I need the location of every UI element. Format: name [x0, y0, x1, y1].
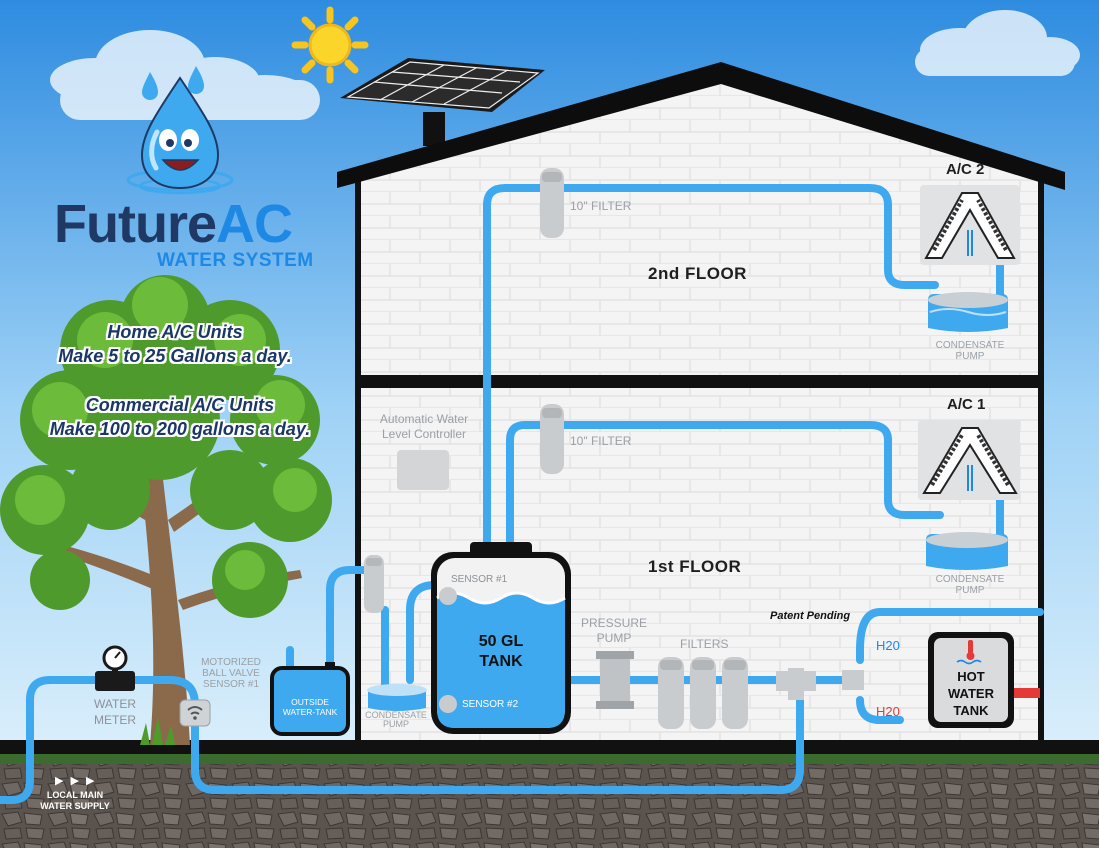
filter-10in-mid [540, 404, 564, 474]
soil [0, 764, 1099, 848]
commercial-tagline-1: Commercial A/C Units [85, 395, 275, 415]
supply-label-1: LOCAL MAIN [46, 790, 104, 800]
ac2-label: A/C 2 [946, 161, 985, 178]
commercial-tagline-2: Make 100 to 200 gallons a day. [49, 419, 311, 439]
hot-pipe [1013, 688, 1040, 698]
controller-label-1: Automatic Water [379, 412, 469, 426]
roof [337, 62, 1065, 190]
filter-top-label: 10" FILTER [570, 199, 632, 213]
supply-arrows-icon: ▶ ▶ ▶ [55, 775, 97, 787]
tree [0, 275, 332, 745]
valve-label-2: BALL VALVE [202, 668, 260, 679]
outside-tank-label-1: OUTSIDE [291, 697, 329, 707]
sun-icon [291, 6, 369, 84]
logo-word-future: Future [54, 194, 217, 254]
outside-water-tank [270, 662, 350, 736]
water-meter-icon [95, 645, 135, 691]
sensor1-label: SENSOR #1 [451, 574, 508, 585]
home-tagline-2: Make 5 to 25 Gallons a day. [58, 346, 292, 366]
tank-label-2: TANK [479, 653, 523, 670]
hot-water-tank [928, 632, 1014, 728]
cloud-right [915, 10, 1080, 76]
wifi-valve-icon [179, 699, 211, 727]
level-controller-box [397, 450, 449, 490]
condensate-pump-mid [926, 532, 1008, 570]
solar-panel [340, 58, 545, 146]
tank-label-1: 50 GL [478, 633, 524, 650]
hot-tank-label-1: HOT [957, 669, 985, 684]
floor-divider [355, 375, 1044, 388]
condensate-pump-low [367, 684, 427, 711]
condensate-mid-label-2: PUMP [955, 585, 985, 596]
condensate-top-label-1: CONDENSATE [935, 340, 1005, 351]
pressure-pump-label-2: PUMP [596, 631, 632, 645]
floor-label-first: 1st FLOOR [648, 557, 742, 576]
filters-label: FILTERS [680, 637, 729, 651]
filters-group [658, 657, 748, 729]
h2o-hot-label: H20 [876, 704, 900, 719]
condensate-low-label-1: CONDENSATE [365, 710, 427, 720]
valve-label-1: MOTORIZED [201, 657, 261, 668]
condensate-low-label-2: PUMP [382, 719, 409, 729]
condensate-pump-top [928, 292, 1008, 332]
condensate-top-label-2: PUMP [955, 351, 985, 362]
filter-10in-top [540, 168, 564, 238]
droplet-mascot-icon [126, 66, 234, 195]
ground-line [0, 740, 1099, 754]
floor-label-second: 2nd FLOOR [648, 264, 747, 283]
h2o-cold-label: H20 [876, 638, 900, 653]
supply-label-2: WATER SUPPLY [40, 801, 110, 811]
sensor2-label: SENSOR #2 [462, 699, 519, 710]
patent-pending: Patent Pending [770, 610, 851, 622]
valve-label-3: SENSOR #1 [202, 679, 260, 690]
outside-tank-label-2: WATER-TANK [282, 707, 338, 717]
meter-label-1: WATER [94, 697, 136, 711]
inlet-filter [364, 555, 384, 613]
ac1-coil-icon [918, 420, 1020, 500]
thermometer-icon [956, 640, 982, 665]
logo-subtitle: WATER SYSTEM [157, 250, 314, 271]
pressure-pump [596, 651, 634, 709]
water-tank-50gl [431, 542, 571, 734]
condensate-mid-label-1: CONDENSATE [935, 574, 1005, 585]
ac2-coil-icon [920, 185, 1020, 265]
filter-mid-label: 10" FILTER [570, 434, 632, 448]
hot-tank-label-2: WATER [948, 686, 994, 701]
home-tagline-1: Home A/C Units [107, 322, 243, 342]
ac1-label: A/C 1 [947, 396, 986, 413]
splitter-fitting [842, 670, 864, 690]
controller-label-2: Level Controller [381, 427, 467, 441]
pressure-pump-label-1: PRESSURE [580, 616, 648, 630]
logo-title: FutureAC [54, 193, 293, 255]
hot-tank-label-3: TANK [953, 703, 989, 718]
meter-label-2: METER [94, 713, 136, 727]
logo-word-ac: AC [216, 194, 293, 254]
